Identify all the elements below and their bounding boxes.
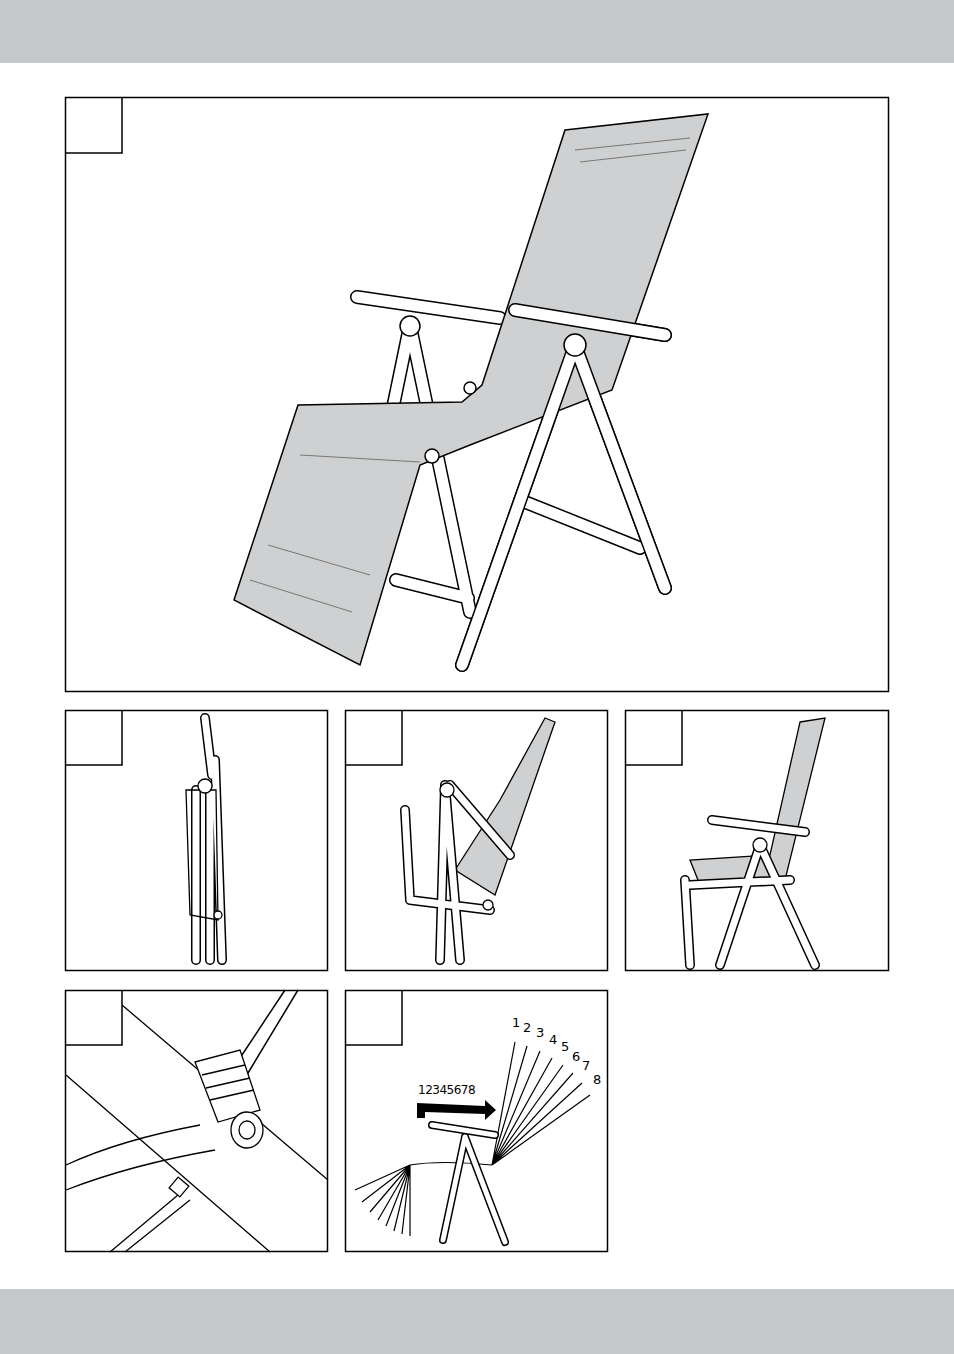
direction-arrow	[417, 1100, 496, 1120]
main-chair	[234, 114, 708, 665]
position-number: 7	[581, 1059, 591, 1072]
panel-frames	[66, 98, 889, 1252]
position-number: 4	[548, 1033, 558, 1046]
knob-detail	[66, 990, 328, 1252]
header-bar	[0, 0, 954, 63]
position-number: 6	[571, 1050, 581, 1063]
unfolding-chair	[405, 718, 555, 960]
position-number: 5	[560, 1040, 570, 1053]
position-number: 3	[535, 1026, 545, 1039]
position-number: 2	[522, 1021, 532, 1034]
folded-chair	[186, 718, 222, 960]
footer-bar	[0, 1289, 954, 1354]
position-number: 1	[511, 1016, 521, 1029]
position-sequence: 12345678	[417, 1084, 476, 1096]
upright-chair	[685, 718, 825, 965]
position-fan	[355, 1042, 590, 1242]
position-number: 8	[592, 1073, 602, 1086]
